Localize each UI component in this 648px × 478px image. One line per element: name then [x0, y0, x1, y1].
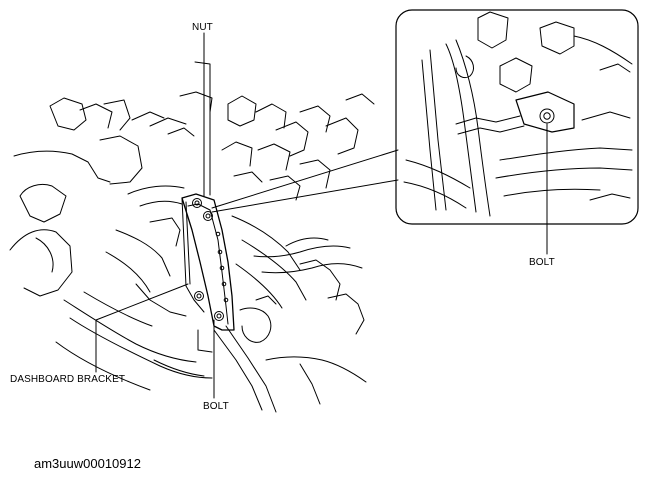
detail-connector-lines: [211, 149, 399, 213]
nut-fasteners: [192, 198, 213, 221]
document-id: am3uuw00010912: [34, 456, 141, 471]
bolt-label: BOLT: [203, 401, 229, 412]
pillar-panel: [194, 61, 213, 353]
detail-bolt-label: BOLT: [529, 257, 555, 268]
vehicle-structure-sketch: [9, 91, 375, 413]
detail-view: [395, 9, 639, 225]
dashboard-bracket: [181, 193, 235, 331]
leader-lines: [95, 32, 548, 399]
nut-label: NUT: [192, 22, 213, 33]
bolt-fasteners: [194, 291, 224, 321]
dashboard-bracket-label: DASHBOARD BRACKET: [10, 374, 126, 385]
